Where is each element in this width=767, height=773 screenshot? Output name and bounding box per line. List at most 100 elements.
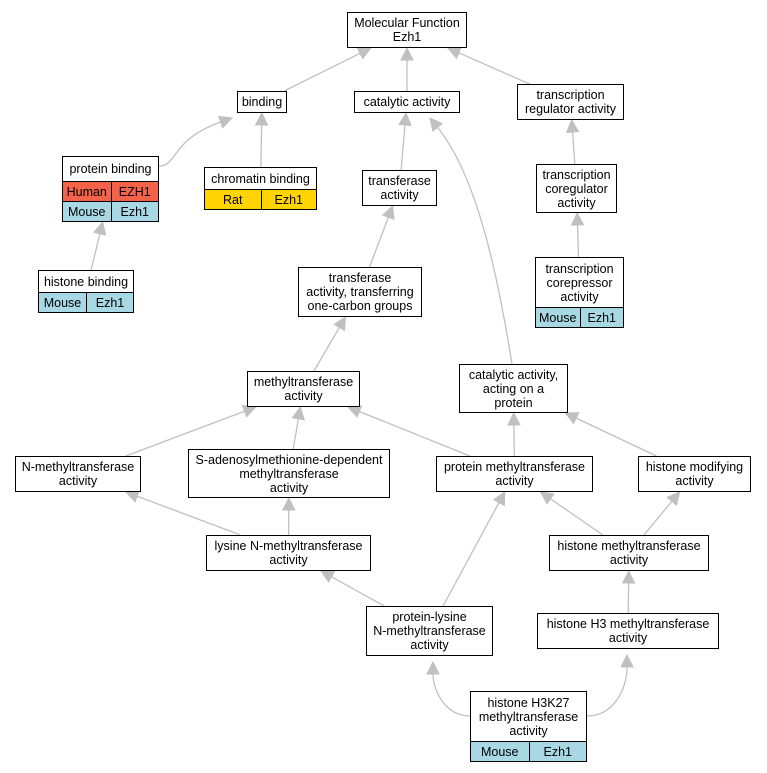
edge-histone-h3-methyltransferase-activity-to-histone-methyltransferase-activity — [621, 569, 636, 614]
node-label-line: activity — [557, 195, 596, 210]
node-label-line: histone H3 methyltransferase — [546, 617, 710, 631]
edge-line — [292, 418, 300, 450]
node-label-line: activity — [608, 631, 648, 645]
edge-transcription-corepressor-activity-to-transcription-coregulator-activity — [570, 211, 585, 258]
edge-arrowhead — [446, 46, 463, 60]
node-label-line: S-adenosylmethionine-dependent — [195, 452, 383, 467]
edge-line — [359, 410, 471, 457]
edge-line — [442, 502, 500, 607]
gene-cell: Ezh1 — [110, 202, 158, 221]
node-binding[interactable]: binding — [237, 91, 287, 113]
gene-cell: Ezh1 — [86, 293, 133, 312]
edge-arrowhead — [507, 411, 521, 426]
edge-arrowhead — [570, 211, 585, 226]
node-catalytic-activity[interactable]: catalytic activity — [354, 91, 460, 113]
edge-histone-methyltransferase-activity-to-protein-methyltransferase-activity — [539, 491, 604, 536]
gene-cell: Ezh1 — [260, 190, 316, 209]
edge-catalytic-on-protein-to-catalytic-activity — [429, 117, 513, 365]
node-label-line: histone H3K27 — [487, 695, 570, 710]
edge-arrowhead — [381, 204, 395, 221]
edge-arrowhead — [347, 405, 363, 418]
edge-protein-methyltransferase-activity-to-catalytic-on-protein — [507, 411, 521, 457]
edge-transferase-one-carbon-to-transferase-activity — [368, 204, 395, 268]
node-label-line: protein-lysine — [392, 610, 467, 624]
edge-line — [432, 673, 471, 717]
node-label-line: regulator activity — [524, 102, 616, 116]
edge-arrowhead — [565, 118, 580, 133]
node-label-line: protein — [494, 395, 533, 410]
edge-catalytic-activity-to-molecular-function — [400, 46, 414, 91]
edge-histone-binding-to-protein-binding — [90, 220, 107, 271]
edge-arrowhead — [241, 405, 257, 418]
node-label-line: corepressor — [546, 275, 613, 290]
edge-histone-h3k27-methyltransferase-activity-to-protein-lysine-n-methyltransferase-activity — [426, 660, 471, 717]
edge-arrowhead — [93, 220, 107, 236]
edge-sam-methyltransferase-activity-to-methyltransferase-activity — [291, 405, 306, 450]
edge-transferase-activity-to-catalytic-activity — [398, 111, 412, 171]
node-label-line: methyltransferase — [253, 375, 354, 389]
edge-line — [643, 500, 673, 536]
edge-line — [400, 124, 406, 171]
node-label-line: one-carbon groups — [307, 299, 413, 313]
species-cell: Mouse — [536, 308, 580, 327]
node-label-line: histone modifying — [645, 460, 744, 474]
edge-line — [550, 498, 604, 536]
node-label-line: histone binding — [43, 274, 129, 289]
edge-line — [125, 410, 245, 457]
edge-line — [313, 327, 340, 372]
node-label-line: activity, transferring — [306, 285, 414, 299]
node-label-line: transferase — [368, 174, 431, 188]
node-label: protein binding — [63, 157, 158, 181]
edge-line — [90, 233, 101, 271]
node-label-line: histone methyltransferase — [557, 539, 701, 553]
edge-arrowhead — [281, 496, 296, 511]
edge-protein-lysine-n-methyltransferase-activity-to-lysine-n-methyltransferase-activity — [320, 570, 385, 607]
node-label-line: activity — [495, 474, 534, 488]
species-cell: Human — [63, 182, 111, 201]
edge-histone-methyltransferase-activity-to-histone-modifying-activity — [643, 491, 681, 536]
edge-line — [575, 417, 657, 457]
node-label-line: protein methyltransferase — [443, 460, 586, 474]
edge-line — [571, 131, 576, 165]
node-label-line: lysine N-methyltransferase — [214, 539, 363, 553]
edge-line — [368, 216, 390, 268]
node-label-line: activity — [410, 638, 449, 652]
edge-line — [331, 576, 385, 607]
edge-line — [437, 126, 513, 365]
node-label-line: activity — [609, 553, 649, 567]
edge-arrowhead — [254, 111, 269, 126]
